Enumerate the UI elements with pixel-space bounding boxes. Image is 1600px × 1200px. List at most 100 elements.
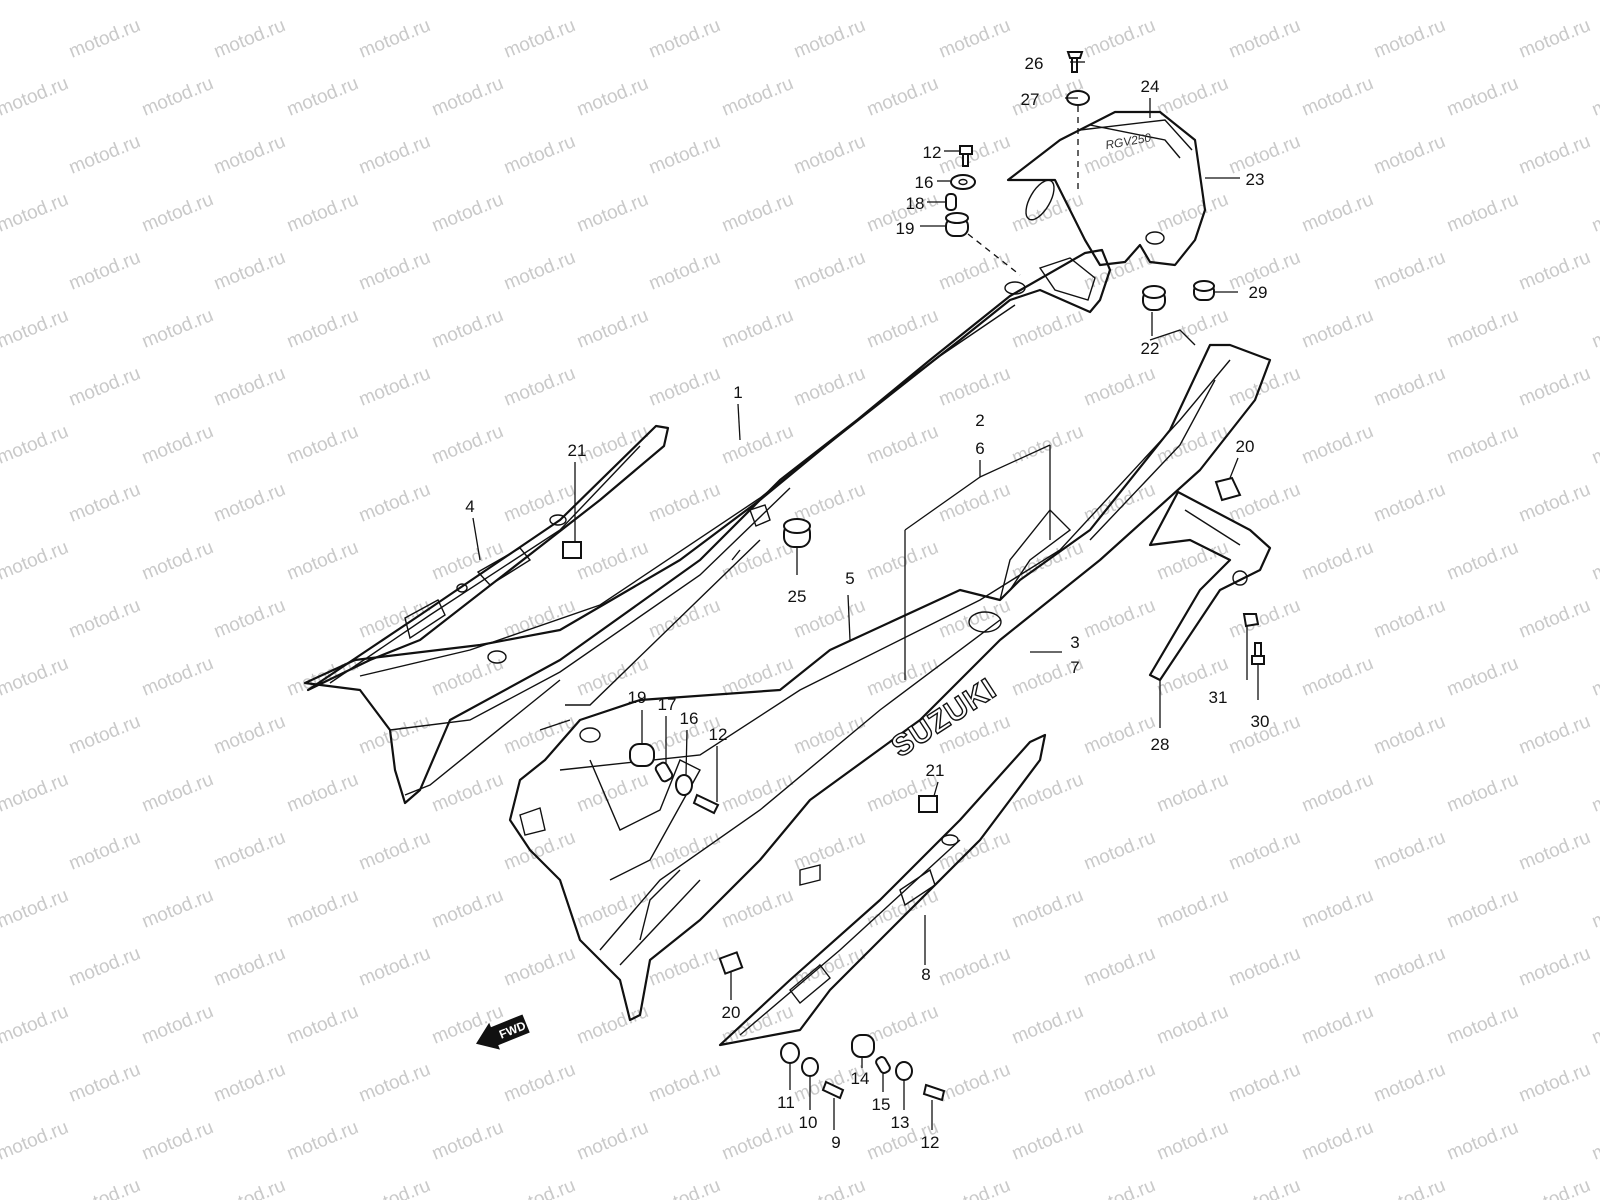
callout-10: 10	[799, 1113, 818, 1132]
watermark-text: motod.ru	[139, 189, 216, 237]
watermark-text: motod.ru	[284, 421, 361, 469]
watermark-text: motod.ru	[501, 943, 578, 991]
watermark-text: motod.ru	[211, 15, 288, 63]
callout-27: 27	[1021, 90, 1040, 109]
callout-1: 1	[733, 383, 742, 402]
watermark-text: motod.ru	[574, 305, 651, 353]
watermark-text: motod.ru	[936, 247, 1013, 295]
watermark-text: motod.ru	[1589, 1001, 1600, 1049]
watermark-text: motod.ru	[139, 537, 216, 585]
watermark-text: motod.ru	[1589, 537, 1600, 585]
watermark-text: motod.ru	[1589, 421, 1600, 469]
watermark-text: motod.ru	[139, 73, 216, 121]
watermark-text: motod.ru	[429, 537, 506, 585]
watermark-text: motod.ru	[1081, 943, 1158, 991]
watermark-text: motod.ru	[719, 421, 796, 469]
watermark-text: motod.ru	[791, 247, 868, 295]
watermark-text: motod.ru	[1516, 595, 1593, 643]
callout-16-left: 16	[680, 709, 699, 728]
watermark-text: motod.ru	[1009, 769, 1086, 817]
watermark-text: motod.ru	[66, 711, 143, 759]
watermark-text: motod.ru	[501, 479, 578, 527]
watermark-text: motod.ru	[66, 1175, 143, 1200]
watermark-text: motod.ru	[1299, 537, 1376, 585]
watermark-text: motod.ru	[1081, 711, 1158, 759]
watermark-text: motod.ru	[66, 15, 143, 63]
watermark-text: motod.ru	[1444, 305, 1521, 353]
watermark-text: motod.ru	[211, 711, 288, 759]
watermark-text: motod.ru	[574, 0, 651, 5]
callout-12-bottom: 12	[921, 1133, 940, 1152]
callout-13: 13	[891, 1113, 910, 1132]
watermark-text: motod.ru	[1371, 131, 1448, 179]
watermark-text: motod.ru	[646, 1175, 723, 1200]
watermark-text: motod.ru	[936, 363, 1013, 411]
watermark-text: motod.ru	[1444, 421, 1521, 469]
watermark-text: motod.ru	[936, 479, 1013, 527]
watermark-text: motod.ru	[1371, 827, 1448, 875]
watermark-text: motod.ru	[1226, 943, 1303, 991]
watermark-text: motod.ru	[719, 189, 796, 237]
watermark-text: motod.ru	[66, 247, 143, 295]
watermark-text: motod.ru	[356, 943, 433, 991]
watermark-text: motod.ru	[574, 1001, 651, 1049]
watermark-text: motod.ru	[1299, 1001, 1376, 1049]
watermark-text: motod.ru	[1371, 363, 1448, 411]
callout-20-right: 20	[1236, 437, 1255, 456]
watermark-text: motod.ru	[864, 305, 941, 353]
watermark-text: motod.ru	[1226, 827, 1303, 875]
watermark-text: motod.ru	[429, 73, 506, 121]
watermark-text: motod.ru	[284, 1117, 361, 1165]
watermark-text: motod.ru	[0, 189, 71, 237]
callout-5: 5	[845, 569, 854, 588]
watermark-text: motod.ru	[1516, 131, 1593, 179]
callout-31: 31	[1209, 688, 1228, 707]
watermark-text: motod.ru	[1299, 0, 1376, 5]
watermark-text: motod.ru	[1371, 1059, 1448, 1107]
watermark-text: motod.ru	[1081, 595, 1158, 643]
watermark-text: motod.ru	[501, 1059, 578, 1107]
watermark-text: motod.ru	[864, 537, 941, 585]
watermark-text: motod.ru	[0, 653, 71, 701]
watermark-text: motod.ru	[646, 479, 723, 527]
watermark-text: motod.ru	[1009, 189, 1086, 237]
watermark-text: motod.ru	[1081, 363, 1158, 411]
watermark-text: motod.ru	[0, 1117, 71, 1165]
watermark-text: motod.ru	[1299, 653, 1376, 701]
watermark-text: motod.ru	[356, 247, 433, 295]
callout-11: 11	[777, 1093, 795, 1112]
watermark-text: motod.ru	[139, 421, 216, 469]
watermark-text: motod.ru	[139, 769, 216, 817]
watermark-text: motod.ru	[1444, 1001, 1521, 1049]
watermark-text: motod.ru	[1516, 363, 1593, 411]
watermark-text: motod.ru	[211, 827, 288, 875]
under-cover	[718, 733, 1047, 1047]
watermark-text: motod.ru	[284, 0, 361, 5]
watermark-text: motod.ru	[719, 1117, 796, 1165]
watermark-text: motod.ru	[66, 131, 143, 179]
watermark-text: motod.ru	[1009, 885, 1086, 933]
watermark-text: motod.ru	[429, 653, 506, 701]
watermark-text: motod.ru	[1589, 769, 1600, 817]
watermark-text: motod.ru	[0, 537, 71, 585]
watermark-text: motod.ru	[864, 73, 941, 121]
watermark-text: motod.ru	[66, 943, 143, 991]
callout-23: 23	[1246, 170, 1265, 189]
callout-20-lower: 20	[722, 1003, 741, 1022]
watermark-text: motod.ru	[936, 1059, 1013, 1107]
callout-2: 2	[975, 411, 984, 430]
watermark-text: motod.ru	[429, 189, 506, 237]
watermark-text: motod.ru	[284, 73, 361, 121]
watermark-text: motod.ru	[1009, 1117, 1086, 1165]
watermark-text: motod.ru	[429, 305, 506, 353]
watermark-text: motod.ru	[211, 131, 288, 179]
watermark-text: motod.ru	[429, 885, 506, 933]
callout-18: 18	[906, 194, 925, 213]
callout-22: 22	[1141, 339, 1160, 358]
callout-4: 4	[465, 497, 474, 516]
frame-cover-left	[303, 248, 1112, 805]
watermark-text: motod.ru	[211, 943, 288, 991]
watermark-text: motod.ru	[719, 885, 796, 933]
watermark-text: motod.ru	[1444, 769, 1521, 817]
watermark-text: motod.ru	[284, 1001, 361, 1049]
